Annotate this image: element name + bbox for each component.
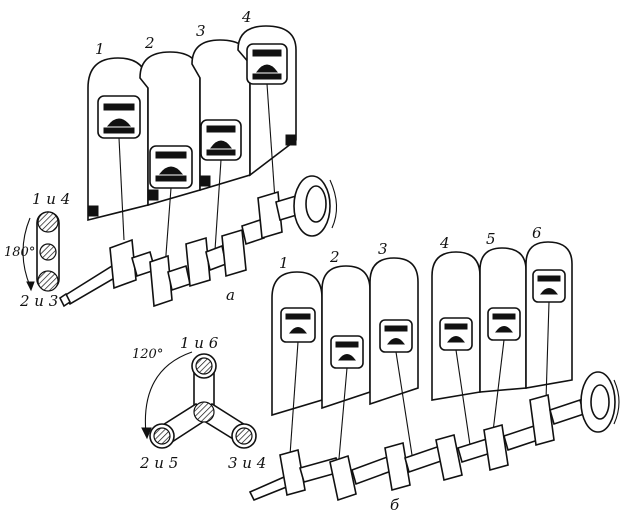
top-caption: а — [226, 286, 235, 304]
bottom-cylinder-2 — [321, 265, 371, 471]
top-cylinder-label-1: 1 — [95, 40, 105, 58]
top-cylinder-label-4: 4 — [241, 8, 252, 26]
top-crankshaft — [58, 175, 338, 308]
bottom-engine: 120° 1 и 6 2 и 5 3 и 4 1 2 3 4 5 6 б — [132, 224, 620, 514]
bottom-crankshaft — [248, 371, 620, 502]
bottom-crank-right-label: 3 и 4 — [228, 454, 266, 472]
top-cylinder-label-3: 3 — [196, 22, 206, 40]
top-cylinder-4 — [237, 25, 297, 201]
bottom-cylinder-3 — [369, 257, 419, 456]
top-crank-angle: 180° — [4, 245, 35, 260]
bottom-cylinder-4 — [431, 251, 481, 446]
top-crank-top-label: 1 и 4 — [32, 190, 70, 208]
bottom-crank-angle: 120° — [132, 347, 163, 362]
top-cylinder-1 — [87, 57, 149, 241]
bottom-cylinder-1 — [271, 271, 323, 456]
bottom-cylinder-label-3: 3 — [378, 240, 388, 258]
bottom-cylinder-label-2: 2 — [329, 248, 340, 266]
bottom-crank-left-label: 2 и 5 — [139, 454, 178, 472]
bottom-caption: б — [390, 496, 400, 514]
bottom-cylinder-label-4: 4 — [439, 234, 450, 252]
top-crank-diagram: 180° 1 и 4 2 и 3 — [4, 190, 70, 310]
top-engine: 180° 1 и 4 2 и 3 1 2 3 4 а — [4, 8, 338, 310]
top-cylinder-2 — [139, 51, 201, 269]
bottom-crank-top-label: 1 и 6 — [180, 334, 219, 352]
bottom-cylinder-5 — [479, 247, 527, 441]
top-cylinder-label-2: 2 — [144, 34, 155, 52]
top-crank-bottom-label: 2 и 3 — [19, 292, 58, 310]
bottom-crank-diagram: 120° 1 и 6 2 и 5 3 и 4 — [132, 334, 266, 472]
bottom-cylinder-6 — [525, 241, 573, 401]
bottom-cylinder-label-1: 1 — [279, 254, 289, 272]
bottom-cylinder-label-6: 6 — [532, 224, 542, 242]
top-cylinder-3 — [191, 39, 251, 251]
bottom-cylinder-label-5: 5 — [486, 230, 496, 248]
